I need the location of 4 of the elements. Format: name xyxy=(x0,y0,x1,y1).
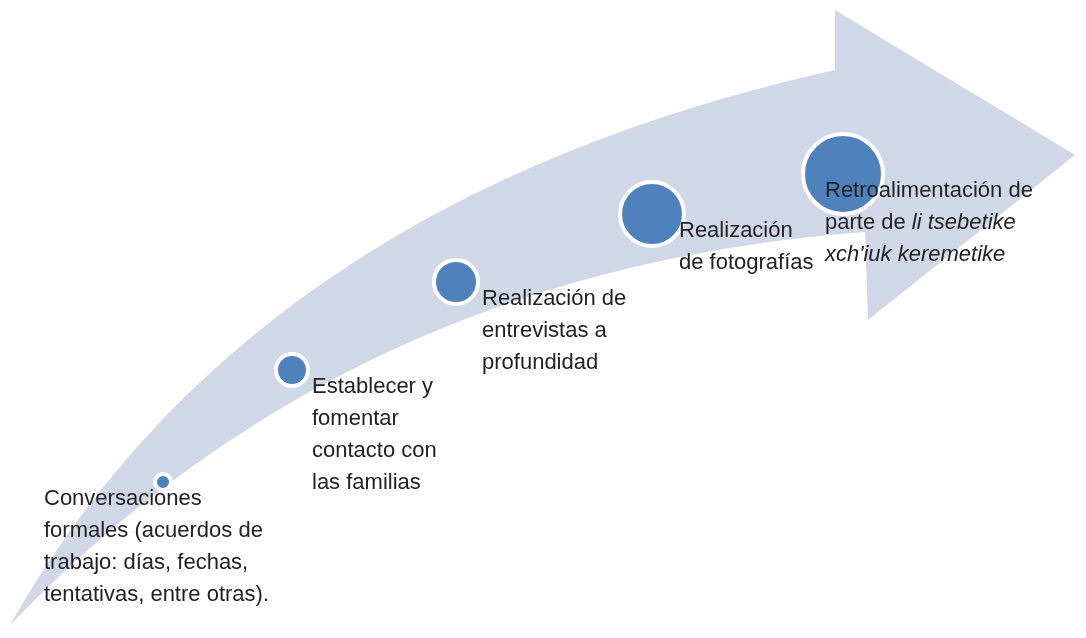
step-text: Conversaciones formales (acuerdos de trabajo: días, fechas, tentativas, entre otras). xyxy=(44,484,270,608)
step-text: Realización de entrevistas a profundidad xyxy=(482,284,628,376)
step-text: Establecer y fomentar contacto con las familias xyxy=(312,372,438,496)
step-text: Realización de fotografías xyxy=(679,216,815,276)
